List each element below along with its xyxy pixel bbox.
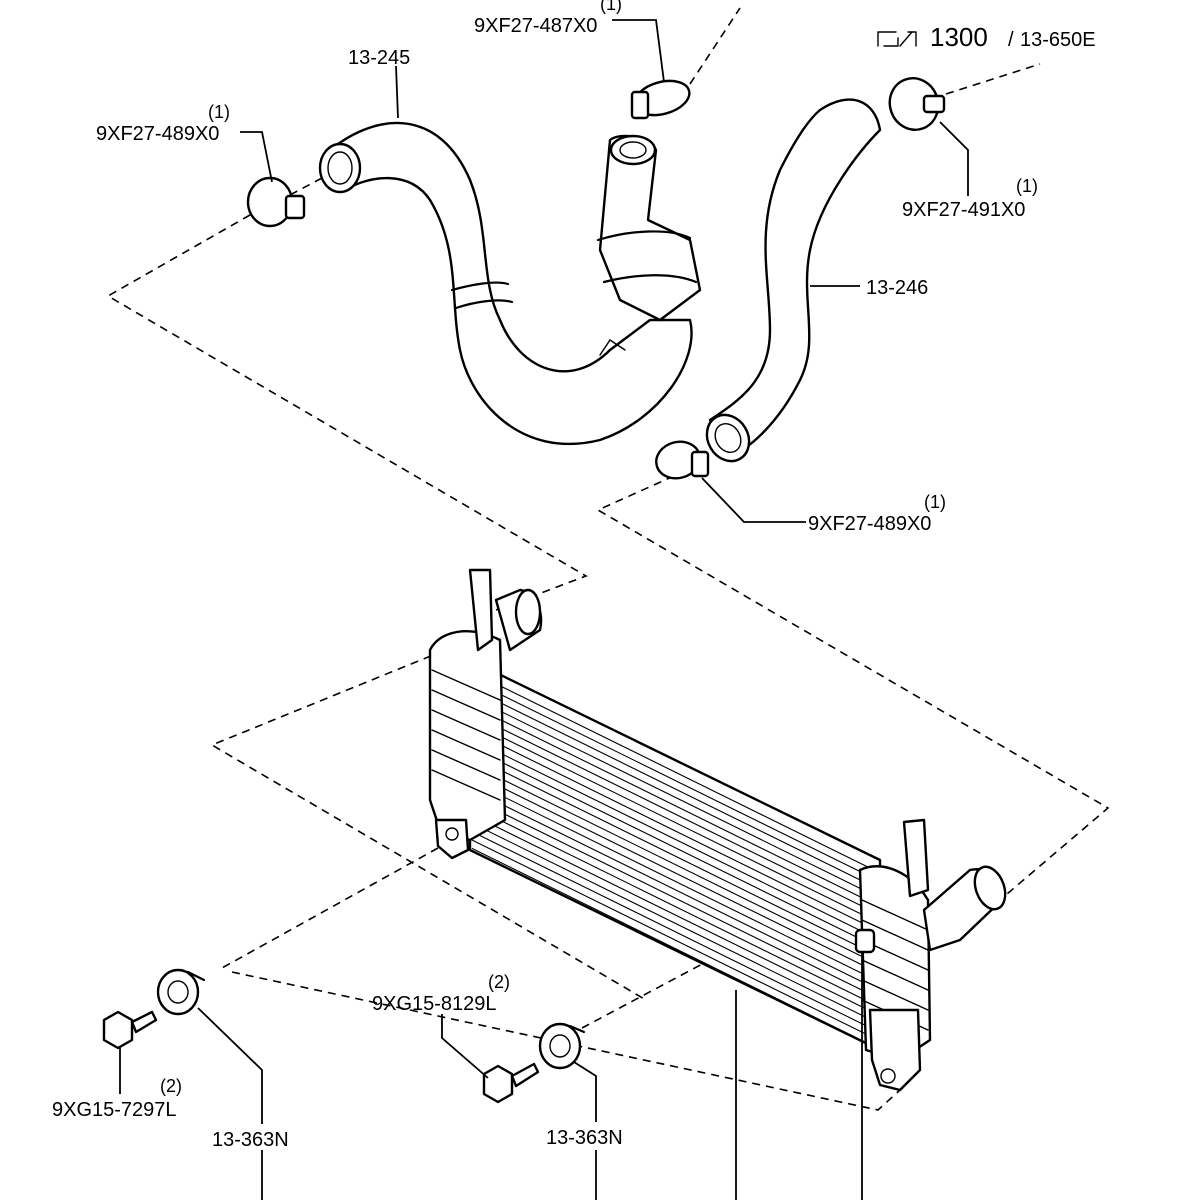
label-hose-13-245[interactable]: 13-245 bbox=[348, 47, 410, 69]
bolt-9xg15-8129l[interactable] bbox=[482, 1062, 540, 1104]
intercooler-fin-line bbox=[471, 805, 879, 1007]
label-hose-13-246[interactable]: 13-246 bbox=[866, 277, 928, 299]
intercooler-fin-line bbox=[471, 789, 879, 991]
intercooler-fin-line bbox=[471, 747, 879, 949]
clamp-9xf27-491x0[interactable] bbox=[883, 71, 946, 136]
intercooler-fin-line bbox=[471, 730, 879, 932]
intercooler-fin-line bbox=[471, 797, 879, 999]
label-insulator-left[interactable]: 13-363N bbox=[212, 1129, 289, 1151]
reference-slash: / bbox=[1008, 29, 1014, 51]
qty-bolt-mid: (2) bbox=[488, 972, 510, 992]
qty-clamp-right: (1) bbox=[1016, 176, 1038, 196]
intercooler-fin-line bbox=[471, 721, 879, 923]
intercooler-fin-line bbox=[471, 755, 879, 957]
intercooler-fin-line bbox=[471, 696, 879, 898]
qty-bolt-left: (2) bbox=[160, 1076, 182, 1096]
reference-number[interactable]: 1300 bbox=[930, 22, 988, 52]
leader-lines bbox=[119, 19, 969, 1200]
label-clamp-top[interactable]: 9XF27-487X0 bbox=[474, 15, 597, 37]
clamp-9xf27-487x0[interactable] bbox=[630, 75, 693, 120]
label-clamp-left[interactable]: 9XF27-489X0 bbox=[96, 123, 219, 145]
intercooler-core bbox=[428, 568, 1007, 1092]
intercooler-fin-line bbox=[471, 814, 879, 1016]
intercooler-fin-line bbox=[471, 839, 879, 1041]
bolt-9xg15-7297l[interactable] bbox=[102, 1010, 158, 1050]
hose-13-245 bbox=[318, 121, 693, 446]
intercooler-fin-line bbox=[471, 713, 879, 915]
reference-arrow-icon bbox=[877, 31, 917, 47]
qty-clamp-lower: (1) bbox=[924, 492, 946, 512]
intake-pipe bbox=[596, 134, 702, 322]
intercooler-fin-line bbox=[471, 688, 879, 890]
insulator-13-363n-mid[interactable] bbox=[538, 1022, 586, 1070]
label-bolt-left[interactable]: 9XG15-7297L bbox=[52, 1099, 177, 1121]
intercooler-fin-line bbox=[471, 780, 879, 982]
label-insulator-mid[interactable]: 13-363N bbox=[546, 1127, 623, 1149]
reference-part-number[interactable]: 13-650E bbox=[1020, 29, 1096, 51]
clamp-9xf27-489x0-lower[interactable] bbox=[652, 437, 710, 483]
label-clamp-right[interactable]: 9XF27-491X0 bbox=[902, 199, 1025, 221]
intercooler-fin-line bbox=[471, 705, 879, 907]
insulator-13-363n-left[interactable] bbox=[156, 968, 206, 1016]
intercooler-fin-line bbox=[471, 822, 879, 1024]
qty-clamp-top: (1) bbox=[600, 0, 622, 14]
intercooler-fin-line bbox=[471, 772, 879, 974]
intercooler-fins bbox=[471, 671, 879, 1049]
intercooler-fin-line bbox=[471, 847, 879, 1049]
qty-clamp-left: (1) bbox=[208, 102, 230, 122]
label-clamp-lower[interactable]: 9XF27-489X0 bbox=[808, 513, 931, 535]
clamp-9xf27-489x0-left[interactable] bbox=[246, 176, 306, 228]
intercooler-fin-line bbox=[471, 671, 879, 873]
intercooler-fin-line bbox=[471, 738, 879, 940]
intercooler-fin-line bbox=[471, 679, 879, 881]
intercooler-fin-line bbox=[471, 763, 879, 965]
label-bolt-mid[interactable]: 9XG15-8129L bbox=[372, 993, 497, 1015]
hose-13-246 bbox=[705, 98, 882, 463]
intercooler-fin-line bbox=[471, 831, 879, 1033]
